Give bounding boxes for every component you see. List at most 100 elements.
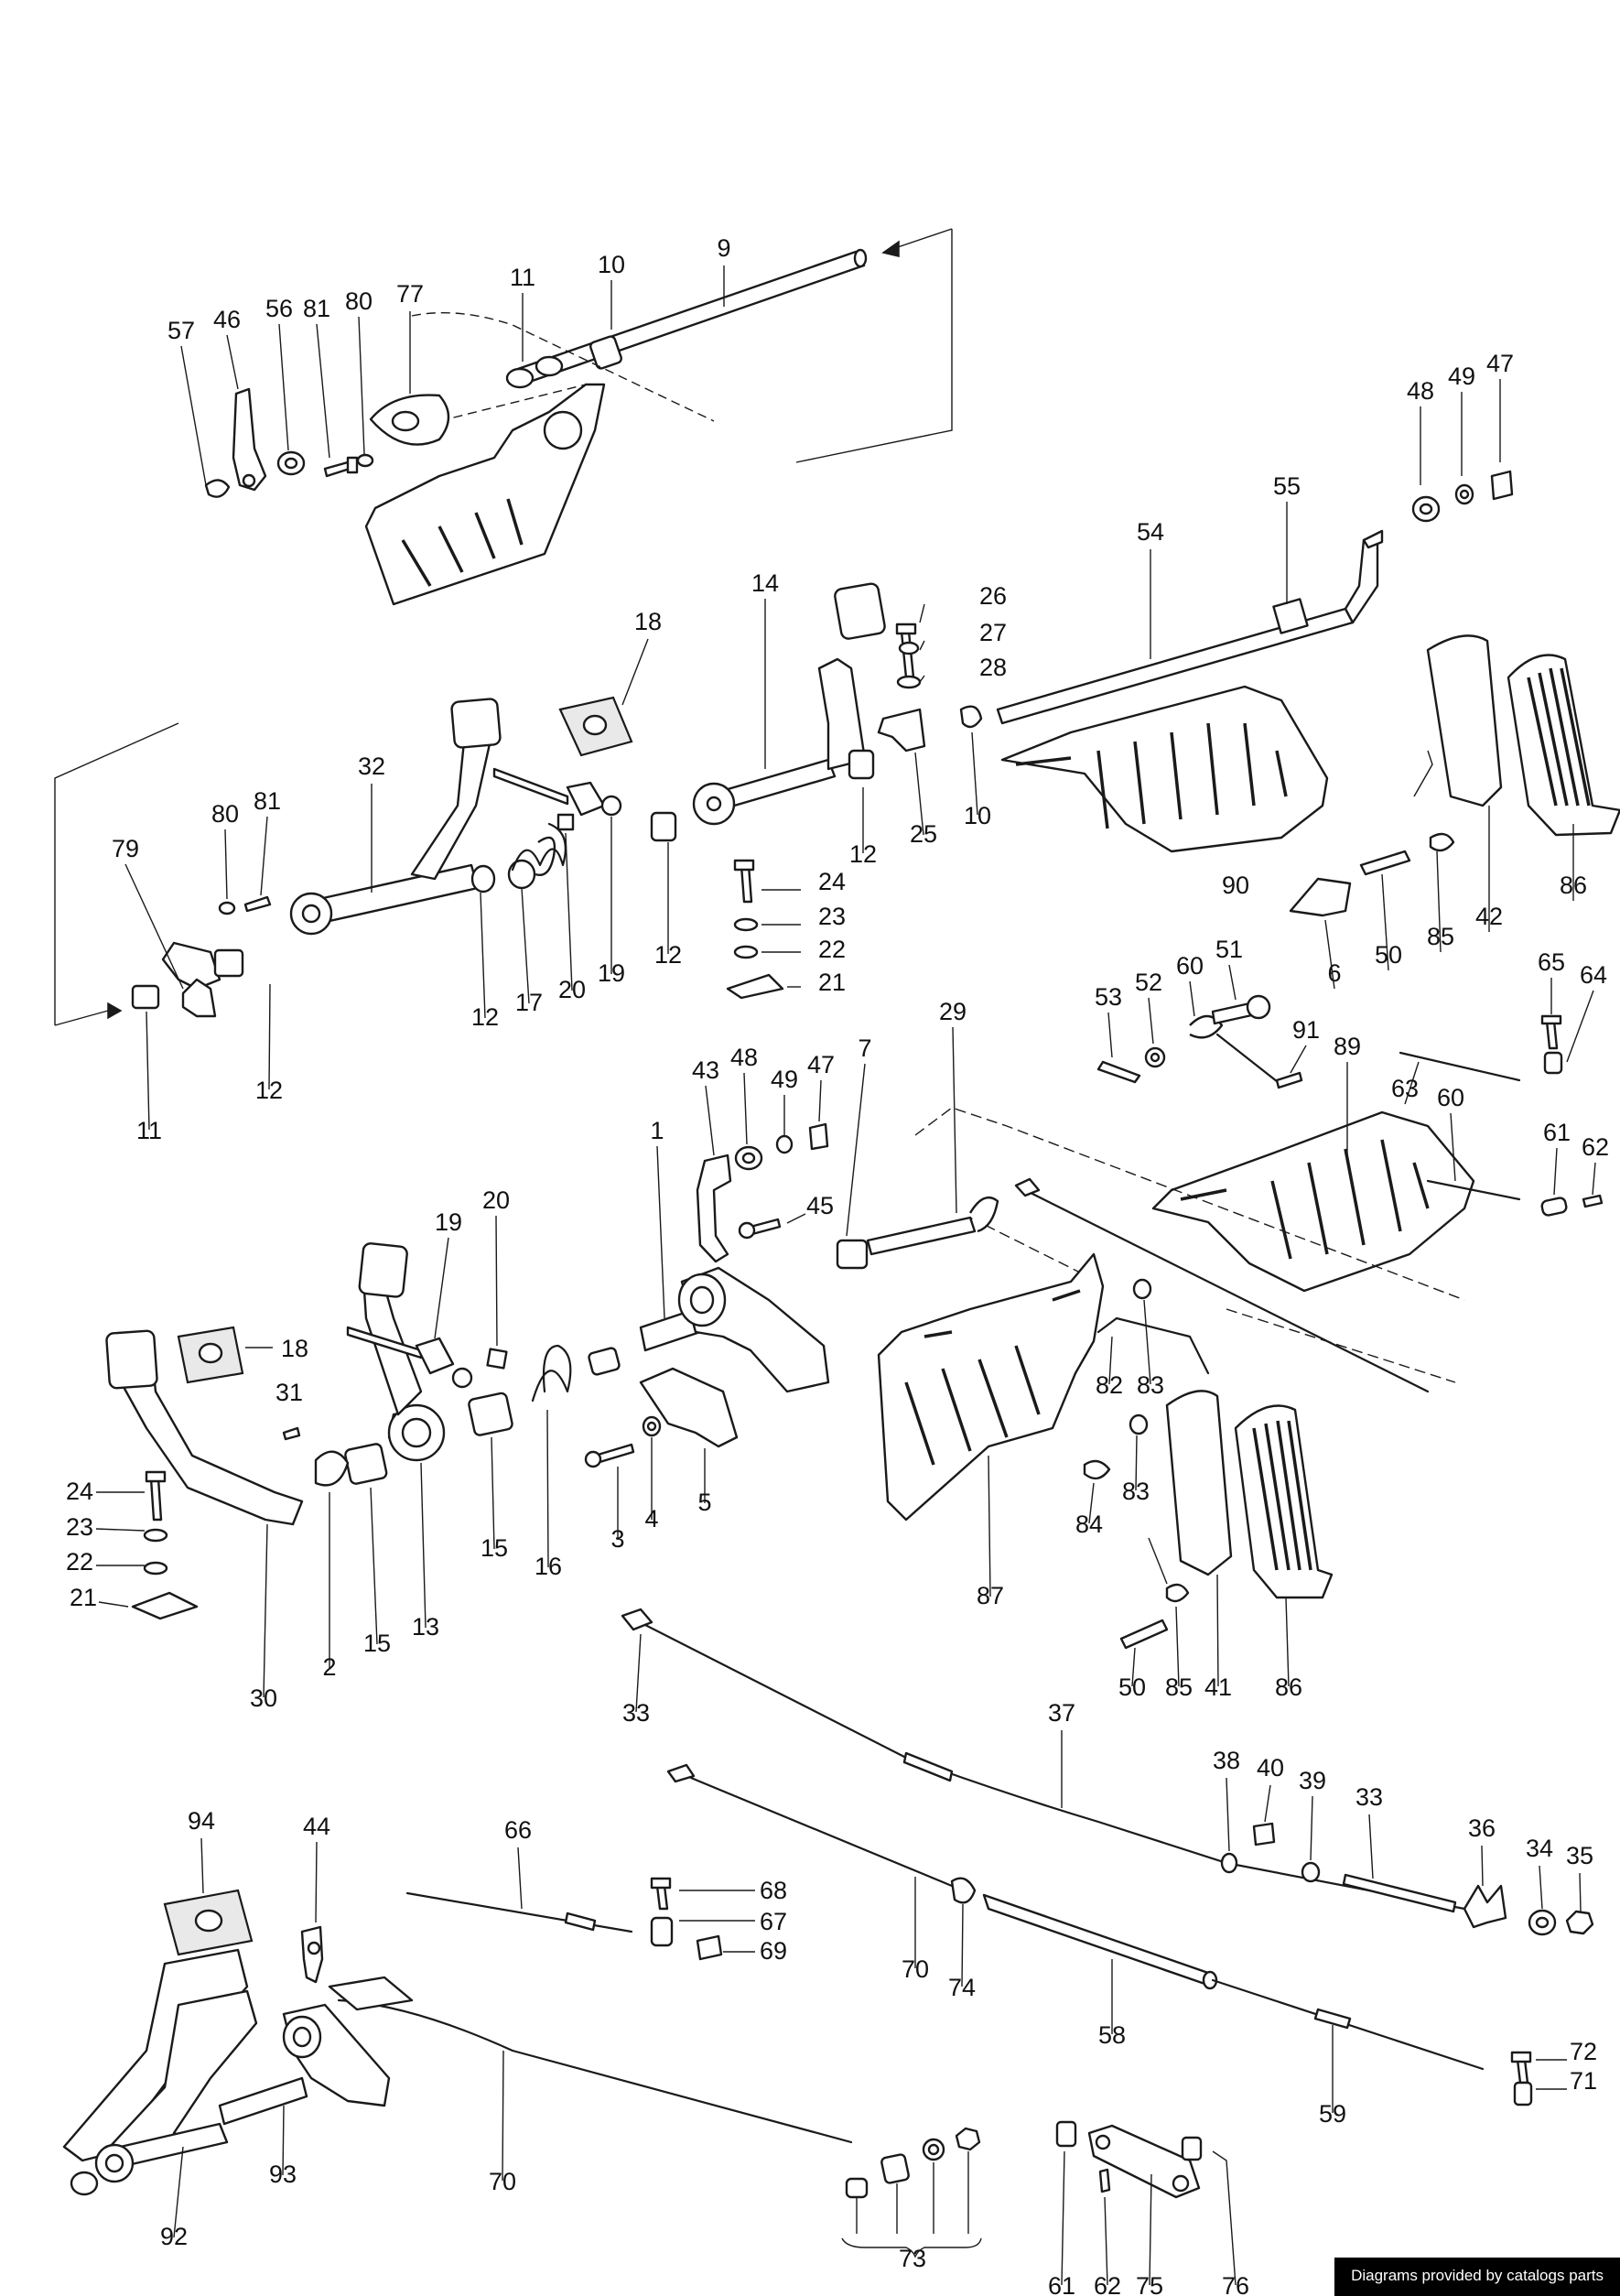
callout-number: 26 <box>979 582 1007 610</box>
callout-number: 45 <box>806 1192 834 1219</box>
top-shaft-assembly <box>180 228 953 606</box>
callout-number: 66 <box>504 1816 532 1844</box>
callout-number: 71 <box>1570 2067 1597 2095</box>
callout-number: 80 <box>211 800 239 828</box>
callout-number: 28 <box>979 654 1007 681</box>
callout-number: 48 <box>730 1044 758 1071</box>
callout-number: 55 <box>1273 472 1301 500</box>
callout-number: 4 <box>644 1505 658 1532</box>
callout-number: 1 <box>650 1117 664 1144</box>
callout-number: 10 <box>964 802 991 829</box>
callout-number: 24 <box>818 868 846 895</box>
callout-number: 22 <box>66 1548 93 1576</box>
lever-group-75 <box>1055 2120 1237 2286</box>
callout-number: 73 <box>899 2245 926 2272</box>
callout-number: 11 <box>510 264 535 291</box>
callout-number: 94 <box>188 1807 215 1835</box>
credit-banner: Diagrams provided by catalogs parts <box>1334 2258 1620 2296</box>
callout-number: 86 <box>1275 1673 1302 1701</box>
callout-number: 46 <box>213 306 241 333</box>
callout-number: 70 <box>902 1955 929 1983</box>
callout-number: 20 <box>482 1186 510 1214</box>
callout-number: 50 <box>1118 1673 1146 1701</box>
callout-number: 77 <box>396 280 424 308</box>
callout-number: 63 <box>1391 1075 1419 1102</box>
callout-number: 50 <box>1375 941 1402 969</box>
callout-number: 25 <box>910 820 937 848</box>
callout-number: 41 <box>1204 1673 1232 1701</box>
callout-number: 72 <box>1570 2038 1597 2065</box>
callout-number: 24 <box>66 1478 93 1505</box>
callout-number: 17 <box>515 989 543 1016</box>
callout-number: 49 <box>771 1066 798 1093</box>
callout-number: 3 <box>610 1525 624 1553</box>
callout-number: 67 <box>760 1908 787 1935</box>
callout-number: 42 <box>1475 903 1503 930</box>
callout-number: 81 <box>303 295 330 322</box>
callout-number: 18 <box>634 608 662 635</box>
callout-number: 86 <box>1560 872 1587 899</box>
callout-number: 80 <box>345 287 373 315</box>
callout-number: 69 <box>760 1937 787 1965</box>
callout-number: 52 <box>1135 969 1162 996</box>
callout-number: 15 <box>481 1534 508 1562</box>
callout-number: 91 <box>1292 1016 1320 1044</box>
callout-number: 33 <box>622 1699 650 1727</box>
callout-number: 5 <box>697 1489 711 1516</box>
callout-number: 61 <box>1048 2272 1075 2296</box>
callout-number: 38 <box>1213 1747 1240 1774</box>
callout-number: 31 <box>275 1379 303 1406</box>
callout-number: 7 <box>858 1034 871 1062</box>
hardware-group-73 <box>841 2127 982 2258</box>
callout-number: 13 <box>412 1613 439 1641</box>
callout-number: 70 <box>489 2168 516 2195</box>
callout-number: 23 <box>818 903 846 930</box>
callout-number: 43 <box>692 1056 719 1084</box>
callout-number: 75 <box>1136 2272 1163 2296</box>
callout-number: 65 <box>1538 948 1565 976</box>
callout-number: 85 <box>1165 1673 1193 1701</box>
callout-number: 44 <box>303 1813 330 1840</box>
callout-number: 87 <box>977 1582 1004 1609</box>
callout-number: 93 <box>269 2161 297 2188</box>
callout-number: 47 <box>1486 350 1514 377</box>
callout-number: 30 <box>250 1684 277 1712</box>
callout-number: 16 <box>535 1553 562 1580</box>
pedal-set-lower-left <box>62 1837 853 2238</box>
callout-number: 68 <box>760 1877 787 1904</box>
callout-number: 14 <box>751 569 779 597</box>
callout-number: 23 <box>66 1513 93 1541</box>
callout-number: 51 <box>1215 936 1243 963</box>
callout-number: 57 <box>167 317 195 344</box>
callout-number: 48 <box>1407 377 1434 405</box>
cable-assemblies <box>621 1608 1594 2113</box>
callout-number: 34 <box>1526 1835 1553 1862</box>
callout-number: 58 <box>1098 2021 1126 2049</box>
callout-number: 92 <box>160 2223 188 2250</box>
callout-number: 29 <box>939 998 967 1025</box>
callout-number: 32 <box>358 753 385 780</box>
callout-number: 85 <box>1427 923 1454 950</box>
callout-number: 62 <box>1094 2272 1121 2296</box>
callout-number: 19 <box>435 1208 462 1236</box>
callout-number: 33 <box>1355 1783 1383 1811</box>
callout-number: 56 <box>265 295 293 322</box>
accelerator-upper-group <box>996 502 1620 990</box>
callout-number: 36 <box>1468 1814 1496 1842</box>
callout-number: 82 <box>1096 1371 1123 1399</box>
callout-number: 15 <box>363 1630 391 1657</box>
nut-washer-group-top <box>1411 379 1514 523</box>
callout-number: 89 <box>1334 1033 1361 1060</box>
callout-number: 49 <box>1448 363 1475 390</box>
callout-number: 54 <box>1137 518 1164 546</box>
clutch-brake-pedal-upper <box>54 582 983 1131</box>
callout-number: 19 <box>598 959 625 987</box>
callout-number: 10 <box>598 251 625 278</box>
callout-number: 2 <box>322 1653 336 1681</box>
callout-number: 47 <box>807 1051 835 1078</box>
callout-number: 6 <box>1327 959 1341 987</box>
callout-number: 83 <box>1137 1371 1164 1399</box>
callout-number: 12 <box>849 840 877 868</box>
callout-number: 12 <box>471 1003 499 1031</box>
